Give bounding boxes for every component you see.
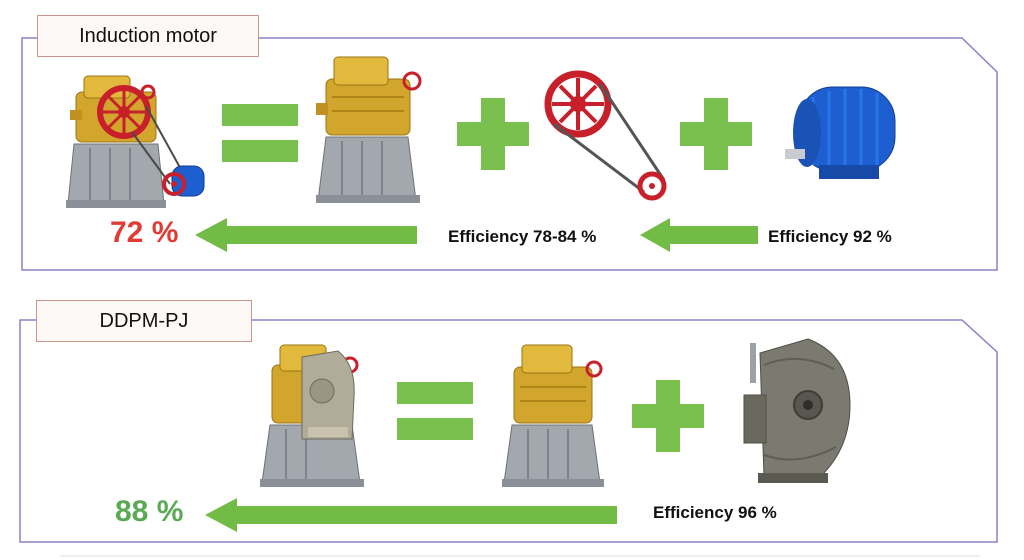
induction-motor-title: Induction motor — [79, 24, 217, 47]
ddpm-motor-efficiency: Efficiency 96 % — [653, 503, 777, 522]
pulley-belt-image — [544, 70, 667, 201]
induction-plus-sign-1 — [457, 98, 529, 170]
ddpm-plus-sign — [632, 380, 704, 452]
induction-motor-arrow — [640, 218, 758, 252]
induction-motor-tab: Induction motor — [37, 15, 259, 57]
induction-motor-image — [785, 86, 896, 179]
induction-equals-sign — [222, 104, 298, 162]
induction-panel-frame — [21, 37, 998, 271]
ddpm-motor-image — [743, 338, 851, 483]
ddpm-pj-tab: DDPM-PJ — [36, 300, 252, 342]
ddpm-total-arrow — [205, 498, 617, 532]
induction-total-arrow — [195, 218, 417, 252]
ddpm-drive-assembly-image — [260, 344, 364, 487]
induction-drive-assembly-image — [66, 75, 205, 208]
ddpm-equals-sign — [397, 382, 473, 440]
induction-plus-sign-2 — [680, 98, 752, 170]
induction-motor-efficiency: Efficiency 92 % — [768, 227, 892, 246]
ddpm-total-efficiency: 88 % — [115, 495, 184, 528]
induction-total-efficiency: 72 % — [110, 216, 179, 249]
gear-pulley-efficiency: Efficiency 78-84 % — [448, 227, 597, 246]
ddpm-pj-title: DDPM-PJ — [99, 309, 189, 332]
induction-gearbox-image — [316, 56, 422, 203]
ddpm-gearbox-image — [502, 344, 604, 487]
ddpm-panel-frame — [19, 319, 998, 543]
